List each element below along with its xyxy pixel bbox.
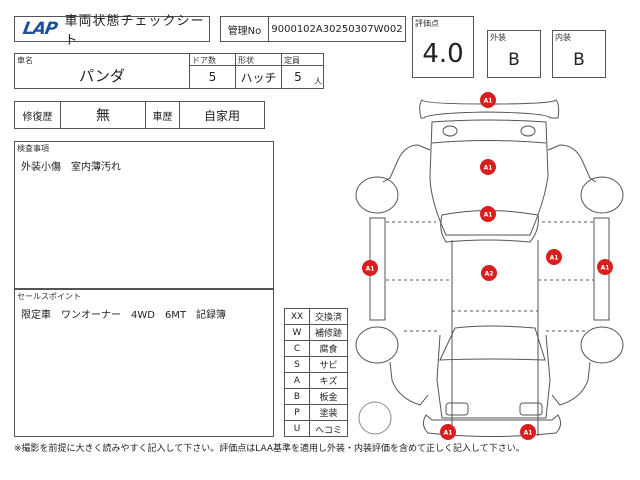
title-box: LAP 車両状態チェックシート: [14, 14, 210, 48]
sheet-title: 車両状態チェックシート: [64, 14, 205, 48]
sales-point-box: セールスポイント 限定車 ワンオーナー 4WD 6MT 記録簿: [14, 289, 274, 437]
interior-grade: B: [573, 50, 585, 70]
damage-mark: A1: [484, 165, 493, 172]
management-number-box: 管理No 9000102A30250307W002: [220, 16, 406, 42]
footnote: ※撮影を前提に大きく読みやすく記入して下さい。評価点はLAA基準を適用し外装・内…: [14, 444, 525, 454]
capacity-label: 定員: [284, 56, 300, 65]
usage-value: 自家用: [203, 108, 240, 123]
inspection-label: 検査事項: [17, 144, 49, 153]
inspection-box: 検査事項 外装小傷 室内薄汚れ: [14, 141, 274, 289]
exterior-grade-box: 外装 B: [487, 30, 541, 78]
car-name-label: 車名: [17, 56, 33, 65]
doors-value: 5: [208, 70, 217, 84]
score-label: 評価点: [415, 19, 439, 28]
lap-logo: LAP: [21, 19, 59, 39]
score-box: 評価点 4.0: [412, 16, 474, 78]
repair-value: 無: [61, 102, 146, 128]
doors-label: ドア数: [192, 56, 216, 65]
damage-mark: A1: [524, 430, 533, 437]
damage-mark: A1: [484, 98, 493, 105]
shape-value: ハッチ: [240, 70, 277, 85]
shape-cell: 形状 ハッチ: [235, 54, 281, 88]
sales-point-label: セールスポイント: [17, 292, 81, 301]
damage-mark: A1: [484, 212, 493, 219]
damage-mark: A1: [444, 430, 453, 437]
interior-label: 内装: [555, 33, 571, 42]
sales-point-text: 限定車 ワンオーナー 4WD 6MT 記録簿: [21, 310, 227, 321]
management-number: 9000102A30250307W002: [271, 23, 403, 35]
history-box: 修復歴 無 車歴 自家用: [14, 101, 265, 129]
management-label: 管理No: [221, 17, 269, 41]
score-value: 4.0: [422, 39, 464, 69]
damage-mark: A1: [601, 265, 610, 272]
car-diagram: A1 A1 A1 A1 A2 A1 A1 A1 A1: [355, 92, 624, 440]
repair-label: 修復歴: [15, 102, 61, 128]
damage-mark: A1: [550, 255, 559, 262]
capacity-cell: 定員 5 人: [281, 54, 324, 88]
exterior-grade: B: [508, 50, 520, 70]
shape-label: 形状: [238, 56, 254, 65]
capacity-value: 5: [294, 70, 302, 84]
exterior-label: 外装: [490, 33, 506, 42]
car-name: パンダ: [79, 66, 125, 85]
capacity-unit: 人: [314, 77, 322, 86]
damage-mark: A2: [485, 271, 494, 278]
doors-cell: ドア数 5: [189, 54, 235, 88]
car-info-box: 車名 パンダ ドア数 5 形状 ハッチ 定員 5 人: [14, 53, 324, 89]
damage-mark: A1: [366, 266, 375, 273]
usage-label: 車歴: [146, 102, 180, 128]
interior-grade-box: 内装 B: [552, 30, 606, 78]
inspection-text: 外装小傷 室内薄汚れ: [21, 162, 121, 173]
